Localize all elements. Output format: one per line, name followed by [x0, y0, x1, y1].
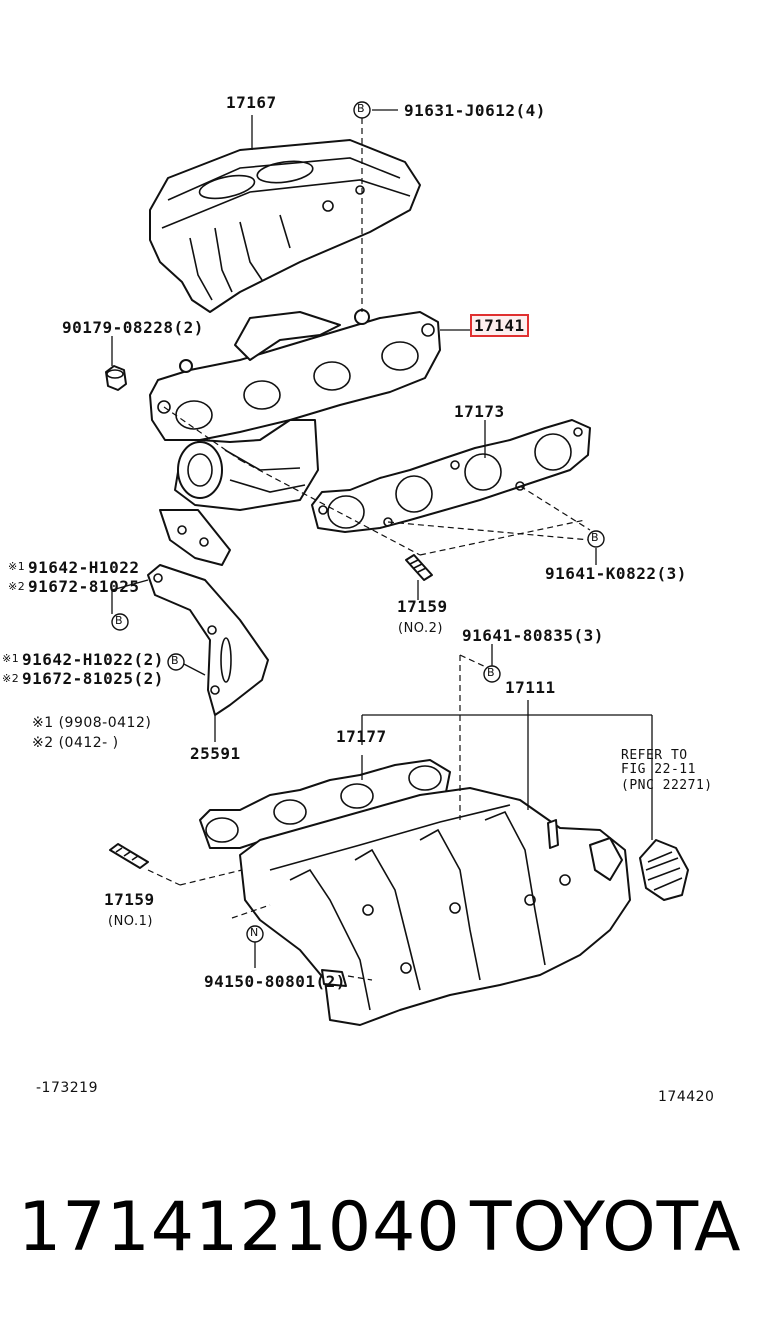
refer-fig-line: FIG 22-11	[621, 762, 696, 777]
nut-90179	[105, 365, 127, 391]
label-91631-j0612: 91631-J0612(4)	[404, 101, 546, 120]
label-no1: (NO.1)	[108, 914, 153, 929]
label-17173: 17173	[454, 402, 505, 421]
label-94150-80801: 94150-80801(2)	[204, 972, 346, 991]
exhaust-manifold-17141	[149, 309, 441, 511]
refer-pnc-line: (PNC 22271)	[621, 778, 713, 793]
label-17159-no1: 17159	[104, 890, 155, 909]
note-2-date-range: ※2 (0412- )	[32, 735, 119, 751]
manifold-stay-25591	[147, 509, 269, 716]
stud-17159-no2	[405, 554, 433, 581]
label-91672-81025-2: 91672-81025(2)	[22, 669, 164, 688]
intake-manifold-17111	[239, 787, 631, 1026]
exhaust-gasket-17173	[311, 419, 591, 533]
figure-code-right: 174420	[658, 1089, 715, 1105]
label-91642-h1022: 91642-H1022	[28, 558, 140, 577]
heat-insulator-17167	[149, 139, 421, 313]
label-91672-81025: 91672-81025	[28, 577, 140, 596]
mark-2: ※2	[8, 580, 26, 593]
stud-17159-no1	[109, 843, 149, 869]
mark-1: ※1	[8, 560, 26, 573]
callout-b-letter: B	[357, 102, 366, 115]
callout-n-letter: N	[250, 926, 259, 939]
label-91641-80835: 91641-80835(3)	[462, 626, 604, 645]
mark-2: ※2	[2, 672, 20, 685]
bolt-94150	[321, 969, 347, 987]
callout-markers	[111, 101, 605, 943]
label-17159-no2: 17159	[397, 597, 448, 616]
mark-1: ※1	[2, 652, 20, 665]
label-no2: (NO.2)	[398, 621, 443, 636]
label-91641-k0822: 91641-K0822(3)	[545, 564, 687, 583]
label-17141-highlighted[interactable]: 17141	[470, 314, 529, 337]
callout-b-letter: B	[171, 654, 180, 667]
footer-brand: TOYOTA	[470, 1188, 742, 1267]
label-25591: 25591	[190, 744, 241, 763]
callout-b-letter: B	[591, 531, 600, 544]
figure-code-left: -173219	[36, 1080, 98, 1096]
label-17177: 17177	[336, 727, 387, 746]
callout-b-letter: B	[115, 614, 124, 627]
note-1-date-range: ※1 (9908-0412)	[32, 715, 152, 731]
throttle-gasket-22271	[639, 839, 689, 901]
leader-lines	[111, 109, 653, 981]
label-91642-h1022-2: 91642-H1022(2)	[22, 650, 164, 669]
callout-b-letter: B	[487, 666, 496, 679]
label-17111: 17111	[505, 678, 556, 697]
refer-to-line: REFER TO	[621, 748, 688, 763]
label-90179-08228: 90179-08228(2)	[62, 318, 204, 337]
footer-part-number: 1714121040	[18, 1188, 461, 1267]
label-17167: 17167	[226, 93, 277, 112]
